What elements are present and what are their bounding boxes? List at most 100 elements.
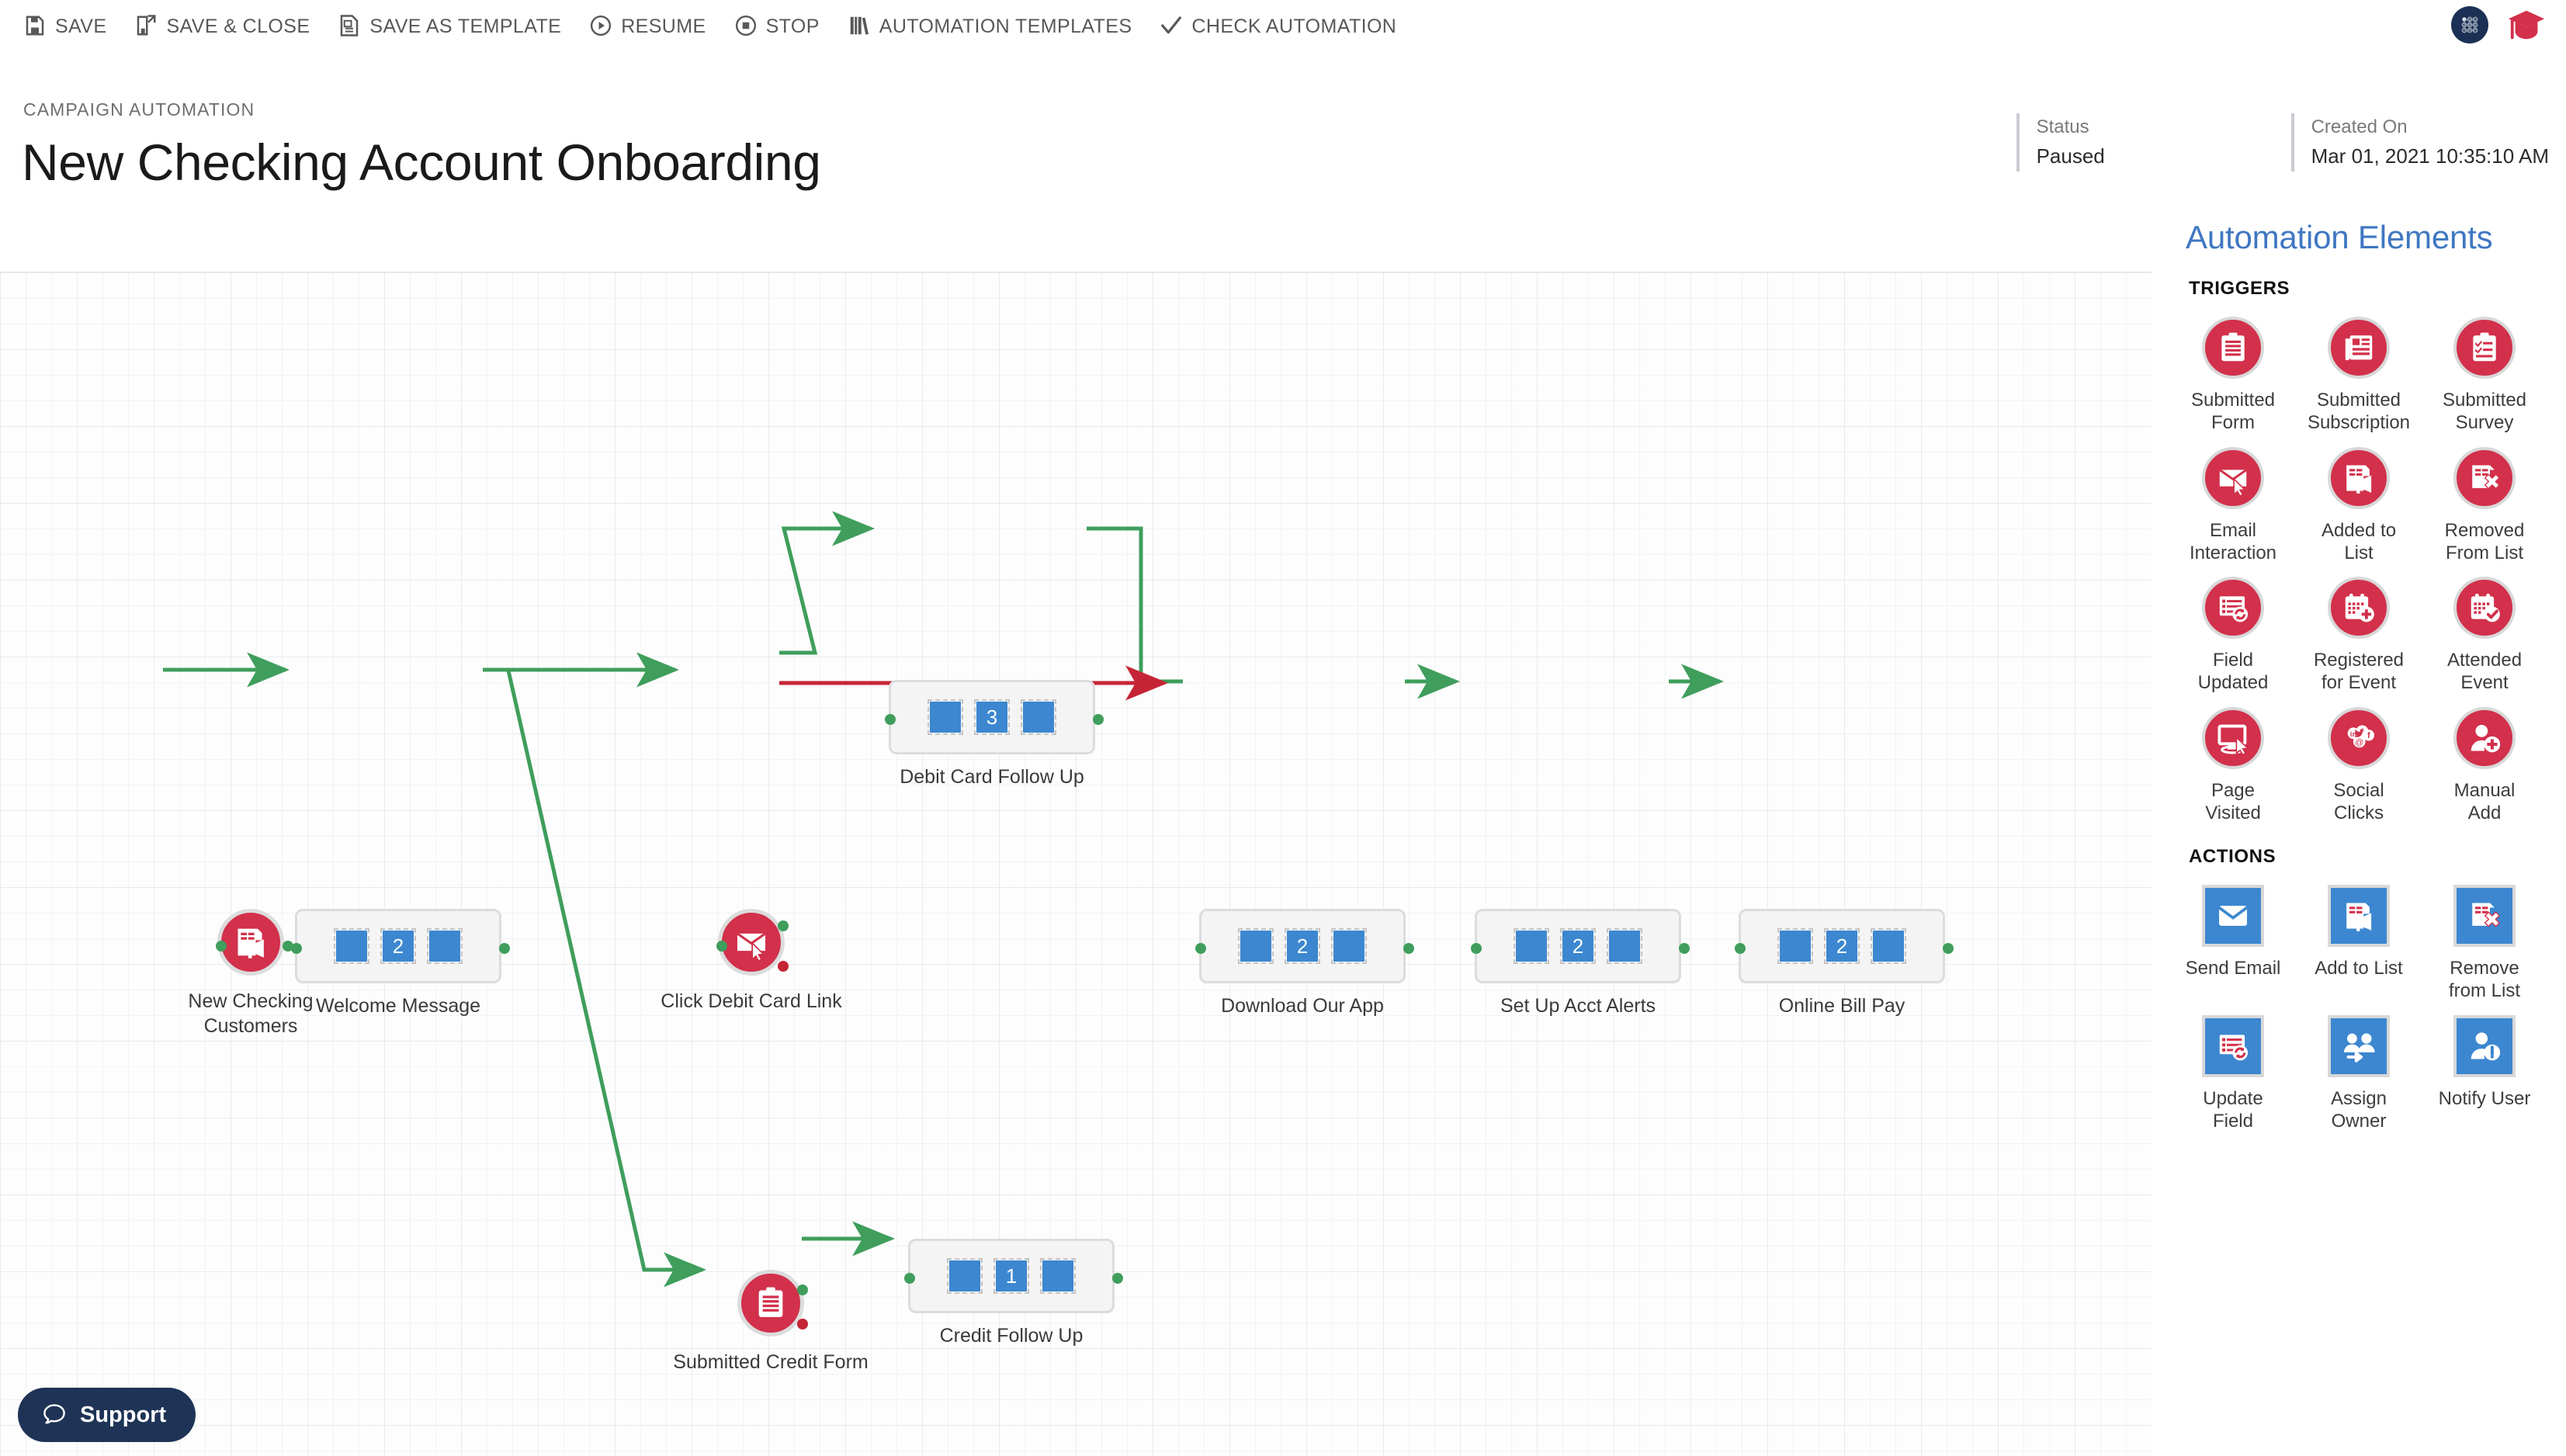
palette-item-page-visited[interactable]: Page Visited — [2170, 695, 2296, 825]
palette-item-submitted-form[interactable]: Submitted Form — [2170, 304, 2296, 435]
step-slot[interactable] — [427, 928, 463, 964]
node-label-welcome-message: Welcome Message — [315, 995, 481, 1017]
palette-item-add-to-list[interactable]: Add to List — [2296, 872, 2422, 1003]
node-download-our-app[interactable]: 2 — [1195, 909, 1414, 983]
palette-item-field-updated[interactable]: Field Updated — [2170, 564, 2296, 695]
step-slot[interactable] — [1607, 928, 1642, 964]
toolbar-button-check-automation[interactable]: CHECK AUTOMATION — [1160, 14, 1396, 37]
node-port[interactable] — [1093, 714, 1104, 725]
node-port[interactable] — [1403, 943, 1414, 954]
node-port[interactable] — [797, 1319, 808, 1329]
palette-item-label: Page Visited — [2205, 779, 2261, 823]
node-click-debit-card-link[interactable] — [716, 909, 789, 976]
palette-item-update-field[interactable]: Update Field — [2170, 1003, 2296, 1133]
status-value: Paused — [2036, 144, 2105, 168]
step-slot[interactable] — [947, 1258, 983, 1294]
step-slot-count[interactable]: 1 — [993, 1258, 1029, 1294]
step-slot[interactable] — [1514, 928, 1549, 964]
node-credit-follow-up[interactable]: 1 — [904, 1239, 1123, 1313]
step-slot[interactable] — [1238, 928, 1274, 964]
support-button[interactable]: Support — [18, 1388, 196, 1442]
wire-click-debit-to-followup — [779, 511, 875, 655]
check-icon — [1160, 14, 1183, 37]
step-slot-count[interactable]: 2 — [1560, 928, 1596, 964]
notify-user-icon — [2471, 1032, 2501, 1060]
save-template-icon — [341, 15, 359, 36]
palette-item-send-email[interactable]: Send Email — [2170, 872, 2296, 1003]
node-port[interactable] — [885, 714, 896, 725]
palette-item-attended-event[interactable]: Attended Event — [2422, 564, 2547, 695]
node-online-bill-pay[interactable]: 2 — [1735, 909, 1954, 983]
app-switcher-icon[interactable] — [2451, 6, 2488, 43]
panel-title: Automation Elements — [2186, 219, 2493, 255]
envelope-icon — [2218, 906, 2249, 926]
toolbar-button-save-as-template[interactable]: SAVE AS TEMPLATE — [338, 14, 561, 37]
palette-item-remove-from-list[interactable]: Remove from List — [2422, 872, 2547, 1003]
step-slot[interactable] — [928, 699, 963, 735]
toolbar-button-label: SAVE — [55, 15, 107, 37]
node-port[interactable] — [216, 941, 227, 952]
step-slot-count[interactable]: 2 — [1824, 928, 1860, 964]
palette-item-submitted-survey[interactable]: Submitted Survey — [2422, 304, 2547, 435]
palette-item-added-to-list[interactable]: Added to List — [2296, 435, 2422, 565]
node-port[interactable] — [904, 1273, 915, 1284]
toolbar-button-save[interactable]: SAVE — [23, 14, 106, 37]
step-slot-count[interactable]: 3 — [974, 699, 1010, 735]
step-slot[interactable] — [1021, 699, 1056, 735]
node-port[interactable] — [1735, 943, 1746, 954]
node-set-up-acct-alerts[interactable]: 2 — [1471, 909, 1690, 983]
node-port[interactable] — [1943, 943, 1954, 954]
submitted-form-icon — [2202, 317, 2264, 379]
save-icon — [23, 14, 47, 37]
node-port[interactable] — [1471, 943, 1482, 954]
node-new-checking-customers[interactable] — [216, 909, 293, 976]
node-debit-card-follow-up[interactable]: 3 — [885, 680, 1104, 754]
toolbar-button-stop[interactable]: STOP — [734, 14, 820, 37]
node-port[interactable] — [797, 1284, 808, 1295]
wire-welcome-to-credit-form — [506, 670, 706, 1288]
palette-item-email-interaction[interactable]: Email Interaction — [2170, 435, 2296, 565]
check-icon — [1161, 16, 1182, 34]
node-port[interactable] — [1112, 1273, 1123, 1284]
step-slot[interactable] — [334, 928, 369, 964]
graduation-cap-icon[interactable] — [2507, 8, 2546, 42]
toolbar-right-icons — [2451, 6, 2546, 43]
palette-item-manual-add[interactable]: Manual Add — [2422, 695, 2547, 825]
node-label-submitted-credit-form: Submitted Credit Form — [673, 1351, 869, 1373]
node-port[interactable] — [499, 943, 510, 954]
palette-item-removed-from-list[interactable]: Removed From List — [2422, 435, 2547, 565]
palette-item-label: Send Email — [2185, 958, 2281, 979]
node-port[interactable] — [778, 961, 789, 972]
palette-item-notify-user[interactable]: Notify User — [2422, 1003, 2547, 1133]
books-icon — [848, 14, 871, 37]
submitted-subscription-icon — [2345, 335, 2373, 361]
node-port[interactable] — [1195, 943, 1206, 954]
node-port[interactable] — [1679, 943, 1690, 954]
step-slot[interactable] — [1777, 928, 1813, 964]
palette-item-assign-owner[interactable]: Assign Owner — [2296, 1003, 2422, 1133]
node-welcome-message[interactable]: 2 — [291, 909, 510, 983]
chat-bubble-icon — [43, 1404, 65, 1424]
palette-item-registered-for-event[interactable]: Registered for Event — [2296, 564, 2422, 695]
toolbar-button-save-close[interactable]: SAVE & CLOSE — [134, 14, 310, 37]
node-port[interactable] — [716, 941, 727, 952]
step-slot[interactable] — [1331, 928, 1367, 964]
step-slot[interactable] — [1040, 1258, 1076, 1294]
step-slot[interactable] — [1871, 928, 1906, 964]
step-slot-count[interactable]: 2 — [1285, 928, 1320, 964]
toolbar-button-resume[interactable]: RESUME — [589, 14, 706, 37]
assign-owner-icon — [2328, 1014, 2390, 1077]
node-port[interactable] — [291, 943, 302, 954]
node-submitted-credit-form[interactable] — [737, 1270, 808, 1336]
toolbar-button-automation-templates[interactable]: AUTOMATION TEMPLATES — [848, 14, 1132, 37]
node-label-credit-follow-up: Credit Follow Up — [939, 1325, 1084, 1347]
palette-item-submitted-subscription[interactable]: Submitted Subscription — [2296, 304, 2422, 435]
step-slot-count[interactable]: 2 — [380, 928, 416, 964]
remove-from-list-icon — [2453, 885, 2516, 948]
node-port[interactable] — [778, 920, 789, 931]
node-port[interactable] — [283, 941, 293, 952]
